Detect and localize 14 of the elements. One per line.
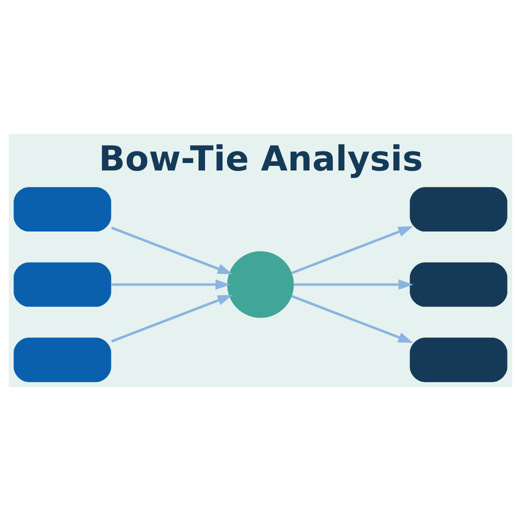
node-box [410,187,508,232]
arrow [291,295,414,343]
node-box [14,338,112,382]
node-circle [227,251,294,318]
diagram-title: Bow-Tie Analysis [98,139,423,180]
node-box [14,262,112,307]
node-box [410,262,508,307]
arrow [291,226,414,274]
arrow [294,279,414,290]
node-box [410,338,508,382]
arrow [111,294,232,343]
node-box [14,187,112,232]
arrow [111,226,232,274]
arrow [112,279,230,290]
